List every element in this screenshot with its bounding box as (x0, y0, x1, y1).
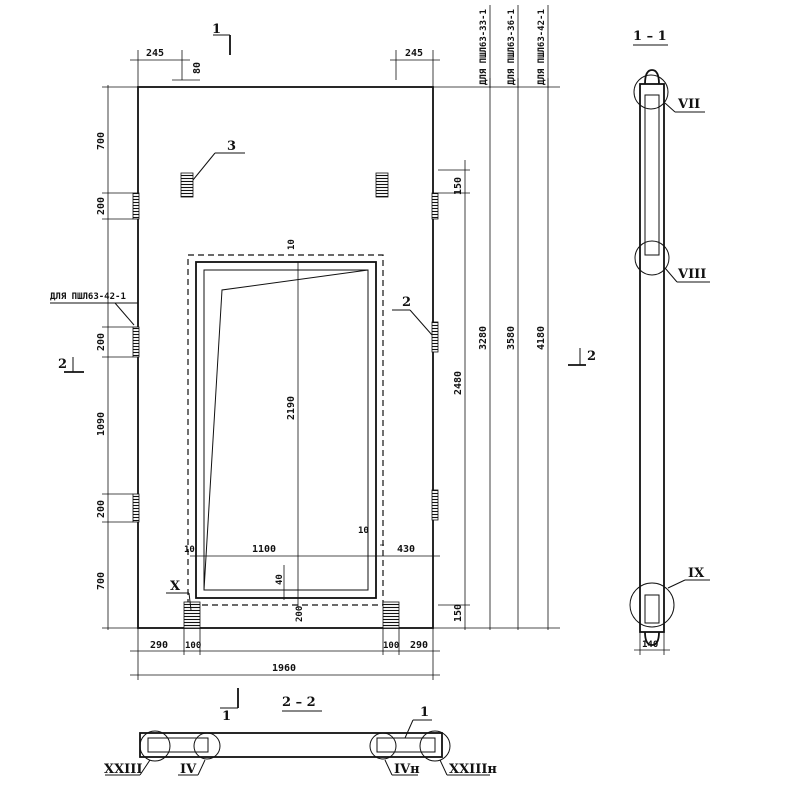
dim-top-80: 80 (192, 62, 203, 74)
section-1-1-title: 1 – 1 (633, 29, 667, 44)
embed-left-3 (132, 493, 140, 523)
bottom-embed-right (382, 601, 400, 629)
cut-marker-2-left: 2 (58, 357, 67, 372)
dim-right-430: 430 (397, 544, 415, 555)
node-circle-vii (633, 74, 669, 110)
node-viii-label: VIII (677, 267, 706, 282)
dim-top-right-245: 245 (405, 48, 423, 59)
dim-opening-2190: 2190 (286, 396, 297, 420)
cut-marker-1-top: 1 (212, 22, 221, 37)
section-2-2: 2 – 2 1 XXIII IV IVн XXIIIн (104, 695, 497, 777)
bottom-embed-left (183, 601, 201, 629)
node-circle-xxiii (139, 730, 171, 762)
node-circle-xxiii-n (419, 730, 451, 762)
node-circle-viii (634, 240, 670, 276)
dim-left-700-top: 700 (96, 132, 107, 150)
top-lifting-loop (644, 69, 660, 85)
dim-top-left-245: 245 (146, 48, 164, 59)
dim-left-200-c: 200 (96, 500, 107, 518)
section-2-2-title: 2 – 2 (282, 695, 316, 710)
left-dimensions: 700 200 200 1090 200 700 ДЛЯ ПШЛ63-42-1 … (50, 85, 138, 630)
panel-outline (137, 86, 434, 629)
dim-total-1960: 1960 (272, 663, 296, 674)
dim-bottom-290-right: 290 (410, 640, 428, 651)
node-x-label: X (170, 579, 181, 594)
door-swing-line (203, 269, 369, 591)
frame-outer (195, 261, 377, 599)
callout-1: 1 (420, 705, 429, 720)
slot-left (180, 172, 194, 198)
dim-frame-10-left: 10 (184, 545, 195, 555)
opening-dashed-outline (187, 254, 384, 606)
top-dimensions: 245 80 245 1 (130, 22, 440, 87)
dim-sill-200: 200 (295, 606, 305, 622)
node-xxiii-n-label: XXIIIн (449, 762, 497, 777)
node-xxiii-label: XXIII (104, 762, 142, 777)
embed-right-1 (431, 192, 439, 220)
dim-height-4180: 4180 (536, 326, 547, 350)
dim-right-2480: 2480 (453, 371, 464, 395)
section-1-1-outline (639, 83, 665, 633)
node-ix-label: IX (688, 566, 705, 581)
opening-dimensions: 2190 10 1100 10 10 430 40 200 (184, 239, 440, 622)
bottom-dimensions: 290 100 100 290 1960 1 (130, 628, 440, 724)
dim-frame-40-bottom: 40 (275, 574, 285, 585)
label-for-pshl63-36-1: ДЛЯ ПШЛ63-36-1 (507, 9, 517, 85)
right-dimensions: 150 2480 150 3280 3580 4180 ДЛЯ ПШЛ63-33… (433, 5, 596, 630)
dim-thickness-140: 140 (642, 640, 658, 650)
dim-height-3280: 3280 (478, 326, 489, 350)
dim-right-150-top: 150 (453, 177, 464, 195)
section-1-1: 1 – 1 VII VIII IX 140 (629, 29, 710, 655)
dim-frame-10-top: 10 (287, 239, 297, 250)
dim-left-200-b: 200 (96, 333, 107, 351)
callout-2-leader (409, 309, 433, 336)
dim-left-200-a: 200 (96, 197, 107, 215)
embed-left-1 (132, 192, 140, 220)
bottom-lifting-loop (644, 631, 660, 646)
node-vii-label: VII (677, 97, 700, 112)
node-iv-label: IV (180, 762, 197, 777)
dim-bottom-100-left: 100 (185, 641, 201, 651)
node-iv-n-label: IVн (394, 762, 420, 777)
dim-frame-10-right: 10 (358, 526, 369, 536)
slot-right (375, 172, 389, 198)
node-circle-iv-n (369, 732, 397, 760)
frame-inner (203, 269, 369, 591)
embed-right-2 (431, 321, 439, 353)
node-circle-iv (193, 732, 221, 760)
panel-elevation: 3 2 X (132, 86, 439, 629)
dim-left-1090: 1090 (96, 412, 107, 436)
node-circle-ix (629, 582, 675, 628)
dim-height-3580: 3580 (506, 326, 517, 350)
cut-marker-1-bottom: 1 (222, 709, 231, 724)
dim-bottom-290-left: 290 (150, 640, 168, 651)
callout-2: 2 (402, 295, 411, 310)
label-for-pshl63-42-1-left: ДЛЯ ПШЛ63-42-1 (50, 292, 126, 302)
dim-right-150-bottom: 150 (453, 604, 464, 622)
section-2-2-outline (139, 732, 443, 758)
label-for-pshl63-42-1-right: ДЛЯ ПШЛ63-42-1 (537, 9, 547, 85)
dim-opening-1100: 1100 (252, 544, 276, 555)
dim-left-700-bottom: 700 (96, 572, 107, 590)
cut-marker-2-right: 2 (587, 349, 596, 364)
embed-right-3 (431, 489, 439, 521)
dim-bottom-100-right: 100 (383, 641, 399, 651)
embed-left-2 (132, 326, 140, 358)
callout-3-leader (192, 152, 216, 181)
label-for-pshl63-33-1: ДЛЯ ПШЛ63-33-1 (479, 9, 489, 85)
callout-3: 3 (227, 139, 236, 154)
